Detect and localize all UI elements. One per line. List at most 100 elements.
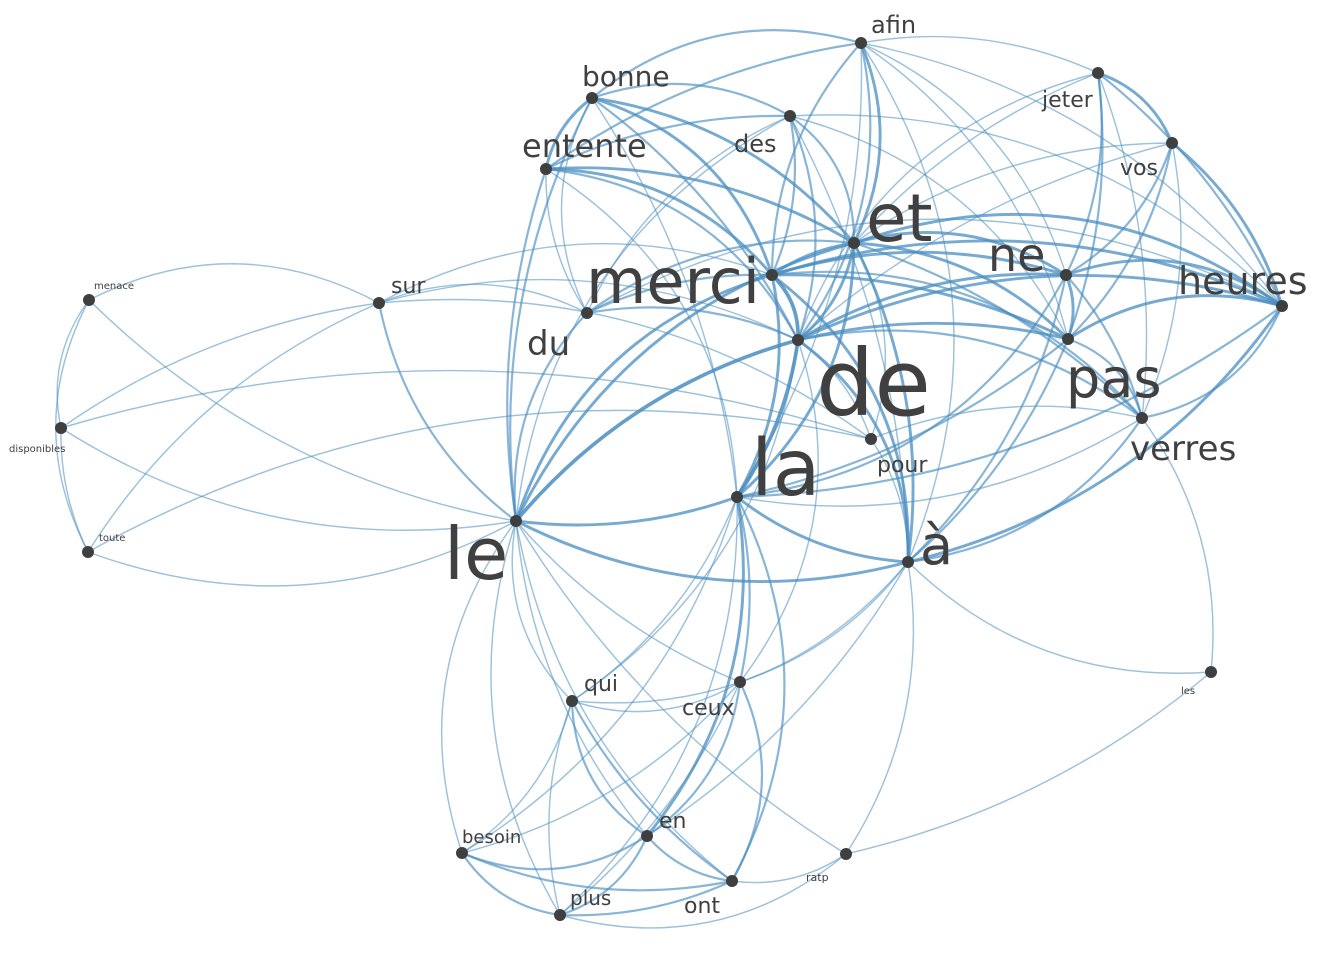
edge-bonne-des — [590, 82, 792, 118]
edge-le-sur — [377, 301, 518, 523]
edge-et-jeter — [853, 72, 1099, 244]
edge-ceux-besoin — [461, 681, 741, 854]
edge-le-en — [515, 520, 648, 837]
edge-merci-pas — [770, 273, 1070, 341]
edge-disponibles-toute — [60, 427, 89, 553]
label-et: et — [866, 180, 932, 257]
edge-ceux-en — [645, 680, 742, 838]
edge-ont-plus — [558, 879, 734, 917]
edge-le-entente — [506, 167, 548, 523]
edge-a-afin — [860, 42, 955, 563]
label-ratp: ratp — [806, 871, 829, 884]
edge-sur-pour — [378, 298, 872, 440]
edge-de-sur — [378, 278, 799, 341]
edge-la-heures — [735, 304, 1284, 499]
edge-heures-verres — [1140, 304, 1284, 420]
label-verres: verres — [1130, 429, 1236, 469]
label-jeter: jeter — [1041, 88, 1094, 113]
edge-merci-afin — [770, 41, 863, 277]
node-jeter — [1092, 67, 1104, 79]
label-besoin: besoin — [462, 827, 521, 848]
edge-a-pour — [870, 438, 909, 563]
edge-ne-vos — [1064, 141, 1174, 277]
label-de: de — [816, 330, 931, 437]
edge-heures-jeter — [1096, 71, 1284, 308]
edge-et-vos — [853, 142, 1173, 244]
edge-le-merci — [514, 273, 774, 523]
label-disponibles: disponibles — [9, 444, 65, 455]
edge-ne-afin — [860, 42, 1067, 276]
edge-pas-afin — [860, 42, 1069, 340]
edge-le-plus — [490, 520, 561, 916]
edge-merci-entente — [544, 167, 774, 277]
edge-de-ne — [796, 272, 1068, 342]
edge-et-afin — [852, 41, 882, 245]
edge-a-ceux — [739, 561, 909, 683]
label-heures: heures — [1178, 259, 1308, 303]
node-des — [784, 110, 796, 122]
edge-la-entente — [545, 168, 738, 498]
edge-de-pour — [797, 339, 872, 440]
node-de — [792, 334, 804, 346]
edge-a-ratp — [845, 561, 915, 855]
edge-merci-du — [585, 273, 774, 315]
label-ceux: ceux — [682, 696, 735, 721]
edge-qui-ont — [570, 699, 734, 883]
label-menace: menace — [94, 281, 134, 292]
label-ont: ont — [684, 894, 720, 919]
node-toute — [82, 546, 94, 558]
edge-ne-heures — [1064, 258, 1284, 308]
edge-pas-heures — [1066, 294, 1284, 341]
edge-ont-ratp — [731, 853, 847, 884]
edge-le-toute — [87, 520, 517, 587]
edge-la-a — [735, 495, 910, 564]
edge-a-en — [646, 561, 909, 837]
edge-sur-toute — [87, 302, 380, 553]
edge-de-qui — [571, 339, 799, 702]
edge-sur-menace — [88, 263, 380, 304]
edge-de-le — [514, 338, 800, 523]
edge-verres-jeter — [1097, 72, 1148, 419]
edge-la-merci — [735, 273, 781, 499]
edge-qui-ceux — [571, 681, 741, 713]
edge-le-du — [513, 311, 589, 523]
edge-ne-verres — [1064, 273, 1144, 420]
node-ont — [726, 875, 738, 887]
node-sur — [373, 297, 385, 309]
edge-merci-des — [770, 114, 797, 277]
edge-pas-des — [789, 115, 1069, 340]
edge-la-qui — [571, 496, 738, 702]
edge-afin-bonne — [590, 29, 863, 100]
edge-menace-disponibles — [56, 299, 90, 429]
node-les — [1205, 666, 1217, 678]
edge-le-bonne — [509, 96, 594, 523]
edge-la-et — [735, 241, 856, 499]
node-vos — [1166, 137, 1178, 149]
label-afin: afin — [871, 11, 916, 39]
edge-la-verres — [736, 417, 1143, 507]
edge-sur-disponibles — [60, 302, 380, 429]
edge-ont-besoin — [460, 851, 734, 892]
edge-heures-afin — [860, 42, 1283, 307]
edge-et-heures — [852, 212, 1284, 308]
edge-le-besoin — [440, 520, 517, 854]
edge-a-des — [789, 115, 909, 563]
node-et — [848, 237, 860, 249]
node-menace — [83, 294, 95, 306]
nodes-layer — [55, 37, 1288, 921]
edge-ratp-les — [845, 671, 1212, 855]
edge-entente-du — [545, 168, 588, 314]
edge-des-du — [586, 115, 791, 314]
edge-la-bonne — [591, 97, 738, 498]
label-a: à — [920, 514, 953, 577]
node-ne — [1060, 269, 1072, 281]
edge-en-ont — [645, 834, 734, 883]
label-merci: merci — [586, 245, 760, 318]
edge-toute-pour — [87, 409, 872, 553]
edge-disponibles-pour — [60, 369, 872, 440]
edge-qui-besoin — [461, 700, 573, 854]
edge-en-plus — [558, 834, 649, 917]
label-pour: pour — [877, 453, 928, 478]
